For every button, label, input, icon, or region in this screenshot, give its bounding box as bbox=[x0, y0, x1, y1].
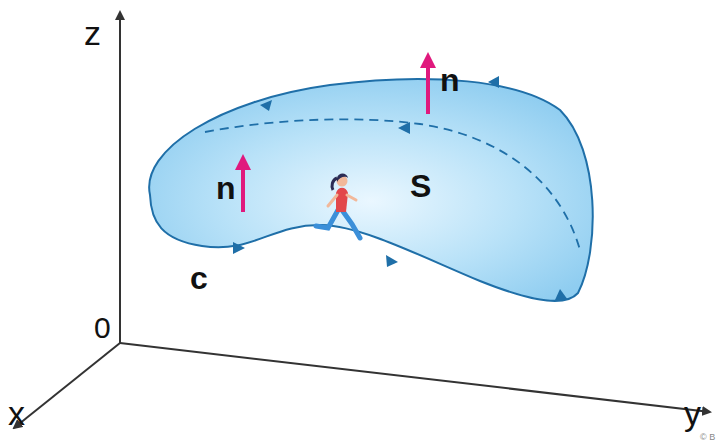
hidden-edge bbox=[205, 119, 580, 250]
origin-label: 0 bbox=[94, 313, 111, 343]
watermark: © B bbox=[700, 433, 715, 442]
axes bbox=[14, 12, 710, 428]
surface-label: S bbox=[410, 170, 431, 202]
normal-label: n bbox=[440, 64, 460, 96]
axis-label: z bbox=[84, 16, 101, 50]
axis-label: y bbox=[684, 396, 701, 430]
surface-s bbox=[149, 79, 593, 301]
curve-label: c bbox=[190, 262, 208, 294]
normal-label: n bbox=[216, 172, 236, 204]
boundary-arrows bbox=[233, 76, 568, 300]
runner-figure bbox=[316, 174, 360, 239]
axis-label: x bbox=[8, 396, 25, 430]
normal-vectors bbox=[243, 60, 428, 212]
